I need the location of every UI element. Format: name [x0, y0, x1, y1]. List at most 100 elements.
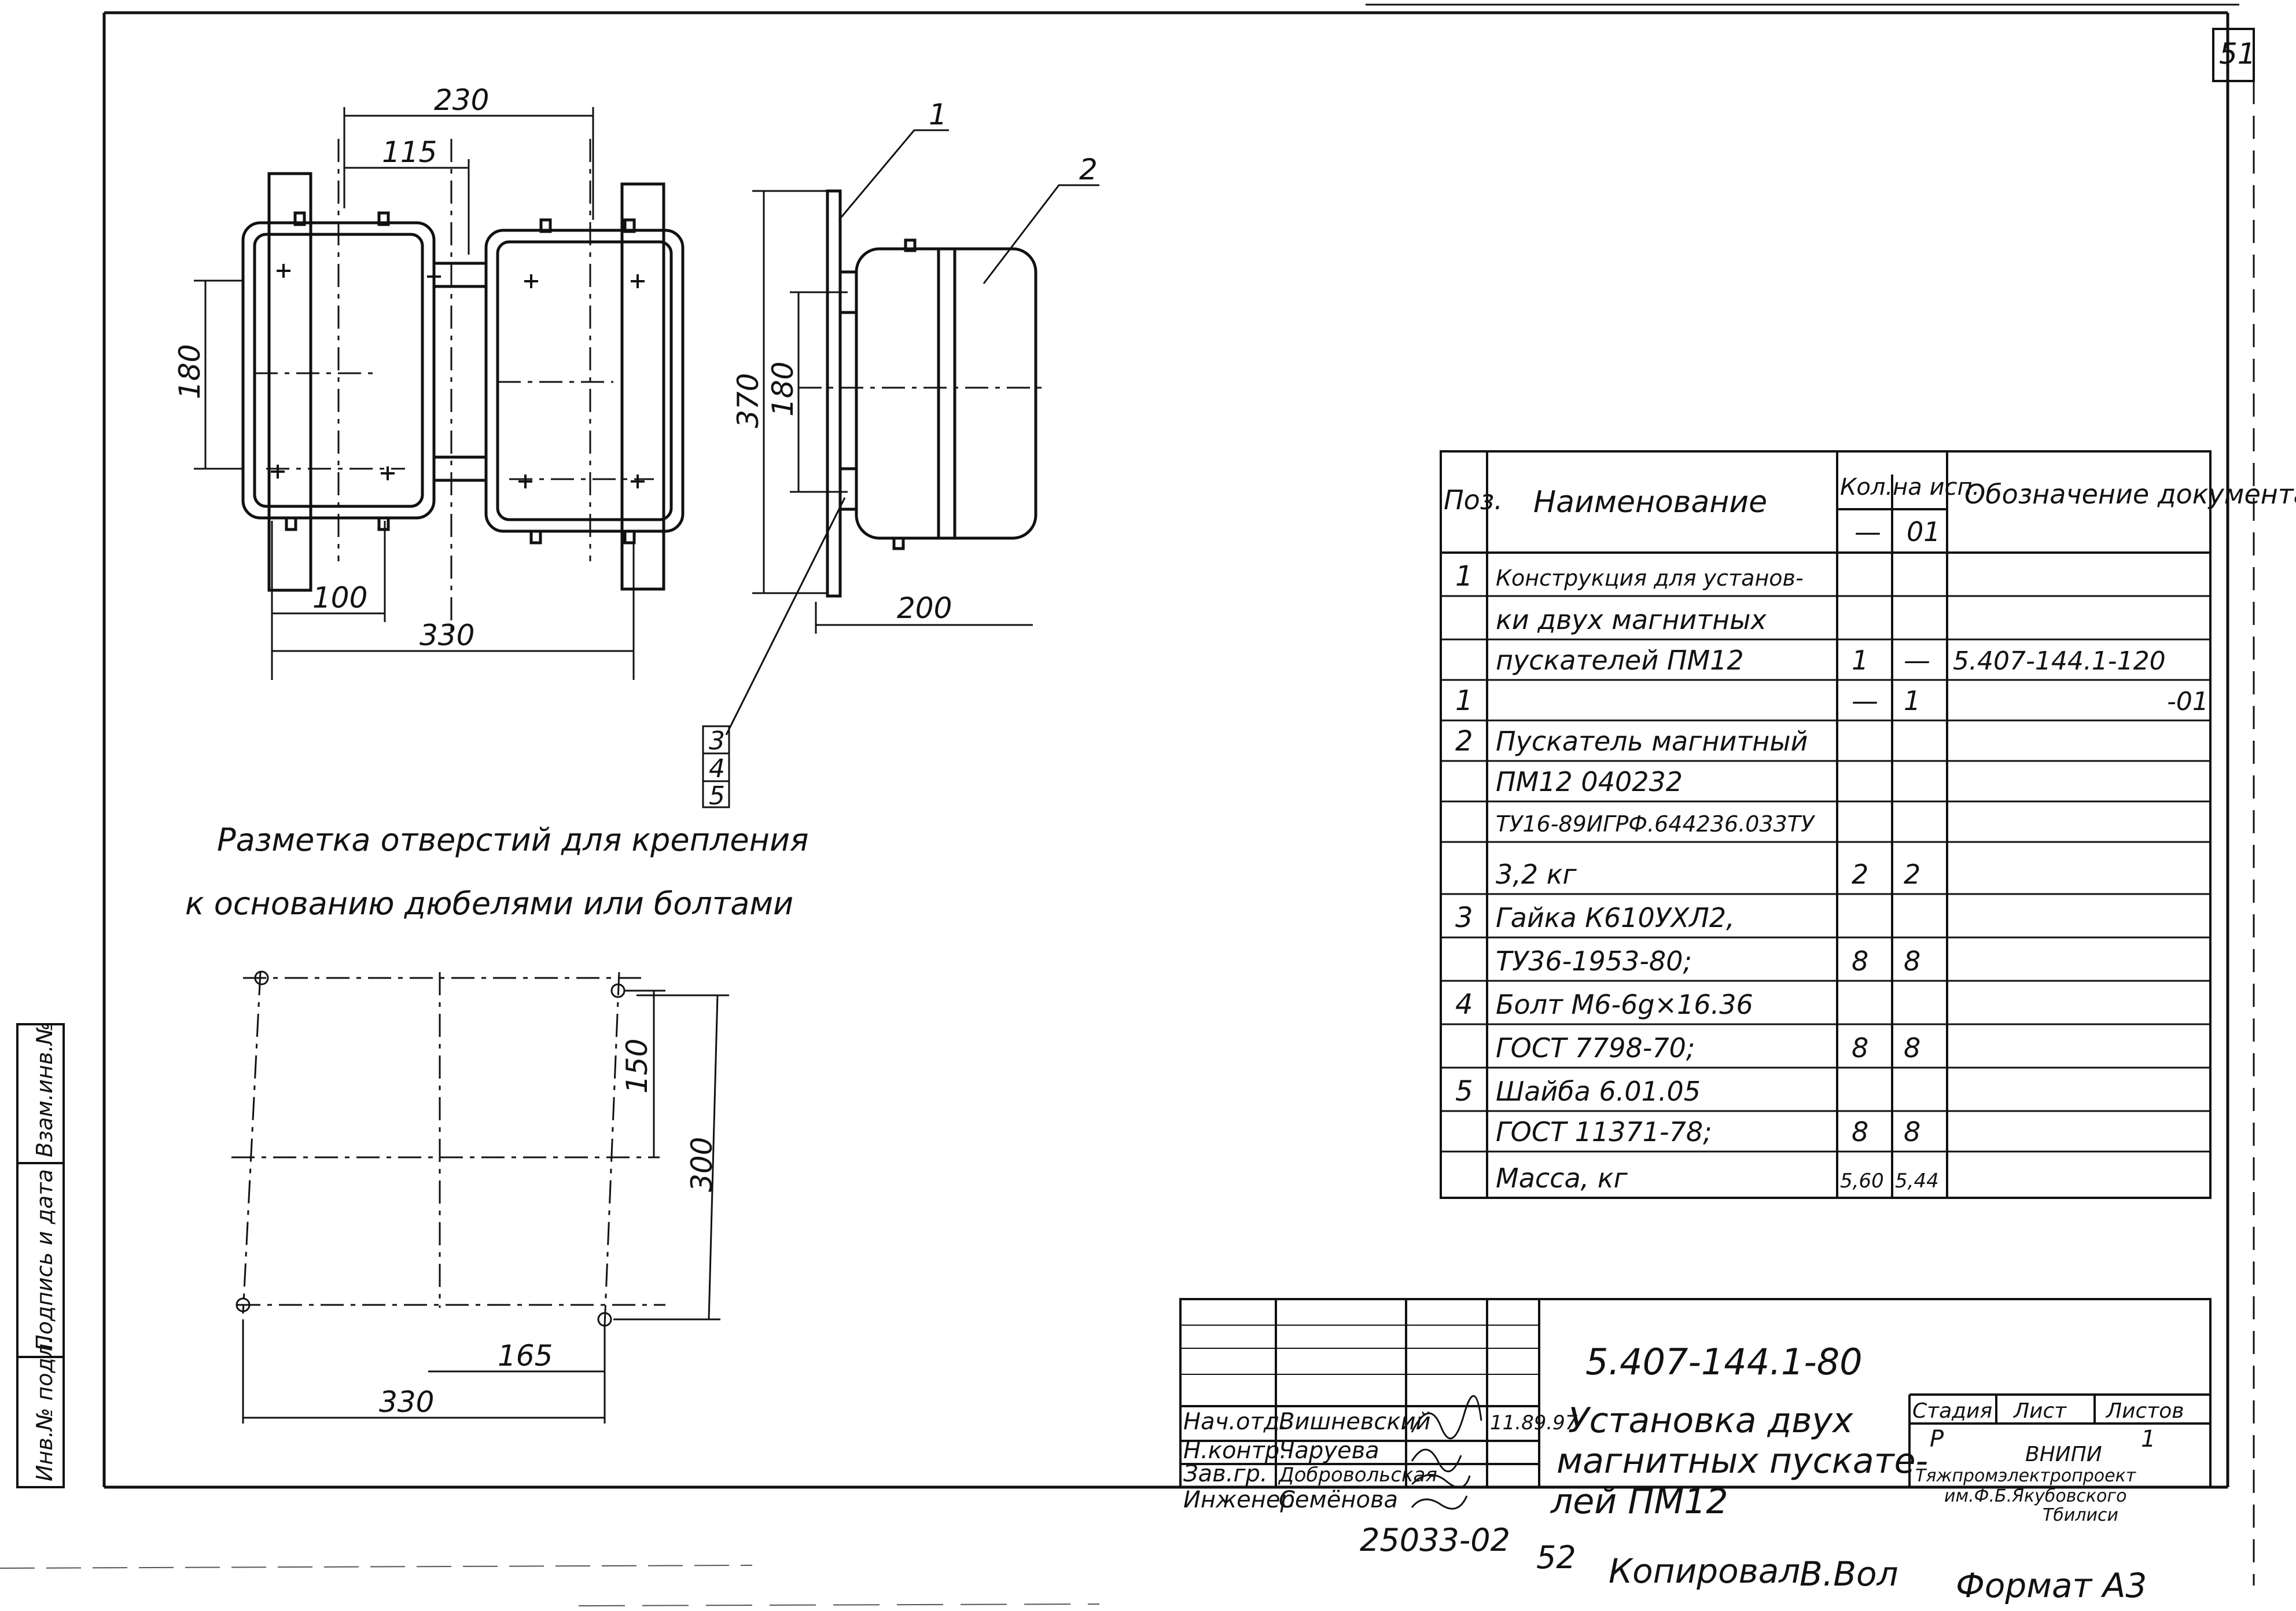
- strip-inv-replace: Взам.инв.№: [32, 1022, 57, 1157]
- footer-page: 52: [1536, 1539, 1576, 1576]
- leader-label-2: 2: [1079, 153, 1098, 186]
- header-doc: Обозначение документа: [1964, 479, 2296, 510]
- dim-180-left: 180: [173, 344, 207, 399]
- spec-cell-name: ГОСТ 7798-70;: [1496, 1032, 1695, 1064]
- spec-table-rows: [1441, 595, 2210, 1153]
- leader-label-1: 1: [929, 98, 947, 131]
- dim-200: 200: [897, 591, 952, 625]
- spec-cell-qa: 8: [1852, 1116, 1868, 1147]
- title-line2: магнитных пускате-: [1557, 1441, 1928, 1481]
- leader-label-3: 3: [709, 726, 725, 756]
- sheet-frame: [102, 3, 2255, 1586]
- strip-sign-date: Подпись и дата: [32, 1169, 57, 1351]
- name-engineer: Семёнова: [1279, 1487, 1398, 1513]
- left-strip: [16, 1023, 65, 1488]
- header-name: Наименование: [1533, 485, 1767, 520]
- spec-cell-qa: 1: [1852, 645, 1868, 676]
- spec-cell-name: Пускатель магнитный: [1496, 726, 1808, 757]
- role-engineer: Инженер: [1183, 1487, 1295, 1513]
- spec-cell-pos: 1: [1455, 685, 1473, 717]
- top-view: [241, 172, 685, 592]
- spec-cell-name: ТУ16-89ИГРФ.644236.033ТУ: [1496, 811, 1816, 837]
- spec-cell-pos: 2: [1455, 725, 1473, 757]
- dim-330-marking: 330: [379, 1385, 434, 1419]
- spec-cell-pos: 5: [1455, 1075, 1473, 1108]
- spec-cell-name: Шайба 6.01.05: [1496, 1076, 1701, 1107]
- top-view-hole-crosses: [271, 264, 645, 488]
- spec-cell-name: пускателей ПМ12: [1496, 645, 1744, 676]
- sheet-number: 51: [2219, 37, 2256, 71]
- spec-cell-name: Гайка К610УХЛ2,: [1496, 902, 1735, 933]
- spec-cell-name: ки двух магнитных: [1496, 604, 1767, 635]
- footer-number: 25033-02: [1360, 1522, 1510, 1558]
- spec-cell-qb: 2: [1904, 859, 1920, 890]
- title-block-minor-lines: [1180, 1325, 1539, 1375]
- header-qty-a: —: [1855, 516, 1881, 547]
- org-line1: ВНИПИ: [2025, 1443, 2102, 1466]
- spec-cell-qb: 8: [1904, 1032, 1920, 1064]
- header-qty-b: 01: [1907, 516, 1941, 547]
- spec-table: [1440, 450, 2212, 1199]
- sign-date: 11.89.97: [1490, 1411, 1578, 1435]
- sheets-label: Листов: [2105, 1399, 2184, 1423]
- org-line2: Тяжпромэлектропроект: [1915, 1466, 2137, 1486]
- dim-230: 230: [434, 83, 489, 117]
- marking-note-line2: к основанию дюбелями или болтами: [185, 885, 793, 922]
- dim-150: 150: [620, 1039, 654, 1094]
- spec-cell-qa: 5,60: [1840, 1169, 1884, 1193]
- role-group: Зав.гр.: [1183, 1461, 1268, 1487]
- marking-diagram: [231, 970, 729, 1424]
- leader-lines: [702, 129, 1099, 808]
- header-doc-text: Обозначение документа: [1964, 479, 2296, 510]
- org-line4: Тбилиси: [2043, 1505, 2118, 1525]
- role-head: Нач.отд.: [1183, 1408, 1287, 1435]
- side-view-dimensions: [752, 190, 1033, 634]
- dim-330-top: 330: [420, 619, 474, 652]
- spec-cell-name: Масса, кг: [1496, 1163, 1628, 1194]
- spec-cell-doc: -01: [2167, 687, 2209, 716]
- top-view-centerlines: [255, 139, 654, 642]
- top-view-dimensions: [194, 107, 635, 680]
- dim-165: 165: [498, 1339, 553, 1373]
- spec-cell-qa: 8: [1852, 946, 1868, 977]
- spec-cell-name: Болт М6-6g×16.36: [1496, 989, 1753, 1020]
- stage-value: Р: [1930, 1426, 1944, 1452]
- sheet-number-box: [2212, 28, 2255, 82]
- spec-cell-name: ТУ36-1953-80;: [1496, 946, 1692, 977]
- spec-cell-pos: 4: [1455, 988, 1473, 1021]
- spec-cell-name: ПМ12 040232: [1496, 766, 1683, 797]
- role-normcontrol: Н.контр.: [1183, 1437, 1287, 1464]
- doc-code: 5.407-144.1-80: [1585, 1341, 1863, 1383]
- spec-table-body: 1 Конструкция для установ-ки двух магнитн…: [1455, 560, 2209, 1194]
- dim-300: 300: [685, 1137, 719, 1192]
- spec-cell-qa: 8: [1852, 1032, 1868, 1064]
- header-pos: Поз.: [1444, 484, 1503, 516]
- name-normcontrol: Чаруева: [1279, 1437, 1379, 1464]
- sheets-value: 1: [2141, 1426, 2155, 1452]
- footer-copied-sign: В.Вол: [1800, 1554, 1898, 1594]
- spec-cell-pos: 3: [1455, 902, 1473, 934]
- header-qty: Кол.на исп.: [1840, 474, 1979, 501]
- leader-label-4: 4: [709, 754, 725, 784]
- title-line1: Установка двух: [1568, 1400, 1853, 1441]
- spec-cell-pos: 1: [1455, 560, 1473, 593]
- dim-370: 370: [731, 373, 765, 428]
- title-line3: лей ПМ12: [1550, 1481, 1728, 1522]
- signatures: [1411, 1395, 1482, 1510]
- dim-180-side: 180: [766, 362, 800, 417]
- spec-cell-qb: 5,44: [1895, 1169, 1939, 1193]
- dim-100: 100: [312, 581, 367, 615]
- footer-format: Формат А3: [1956, 1566, 2147, 1605]
- spec-cell-qb: 1: [1904, 685, 1920, 716]
- leader-label-5: 5: [709, 781, 725, 811]
- strip-inv-original: Инв.№ подл.: [32, 1337, 57, 1481]
- scan-edge-lines: [0, 1565, 1100, 1606]
- spec-cell-doc: 5.407-144.1-120: [1953, 646, 2166, 676]
- spec-cell-qb: 8: [1904, 1116, 1920, 1147]
- spec-cell-qb: 8: [1904, 946, 1920, 977]
- org-line3: им.Ф.Б.Якубовского: [1944, 1486, 2126, 1506]
- spec-cell-qa: —: [1852, 685, 1878, 716]
- spec-cell-qa: 2: [1852, 859, 1868, 890]
- spec-cell-name: Конструкция для установ-: [1496, 565, 1804, 591]
